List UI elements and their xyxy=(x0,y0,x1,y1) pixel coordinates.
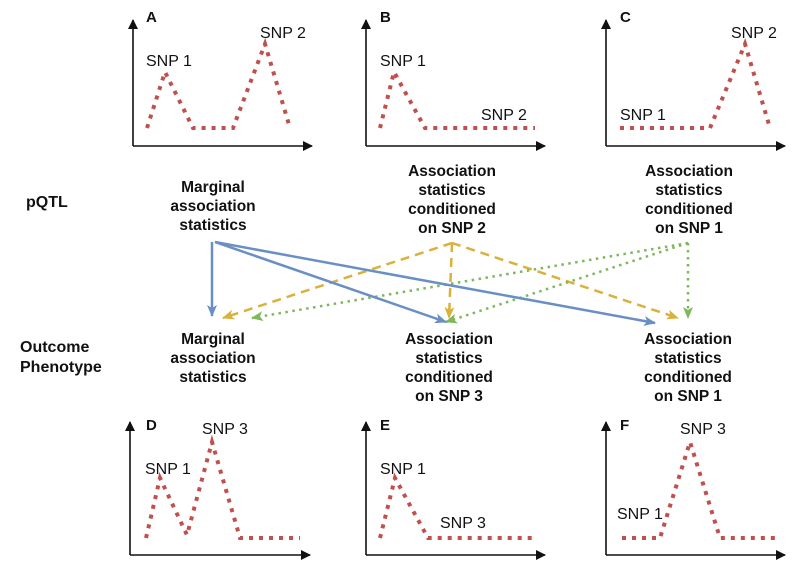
panel-a-snp1-label: SNP 1 xyxy=(146,53,192,70)
row-label-phenotype: Phenotype xyxy=(20,359,102,376)
yellow-arrows xyxy=(222,241,679,320)
svg-text:conditioned: conditioned xyxy=(405,369,493,386)
panel-e-snp1-label: SNP 1 xyxy=(380,461,426,478)
arrow-yellow-to-cond-snp3 xyxy=(444,242,455,319)
arrow-green-to-cond-snp3 xyxy=(445,241,689,324)
row-label-outcome: Outcome xyxy=(20,339,89,356)
svg-text:on SNP 3: on SNP 3 xyxy=(415,388,483,405)
panel-d-letter: D xyxy=(146,417,157,434)
panel-c: C SNP 1 SNP 2 xyxy=(601,9,786,151)
arrow-blue-to-cond-snp1 xyxy=(214,240,656,326)
svg-text:statistics: statistics xyxy=(415,350,482,367)
svg-text:Marginal: Marginal xyxy=(181,179,245,196)
panel-d-curve xyxy=(144,434,300,541)
green-arrows xyxy=(251,241,693,324)
svg-text:Marginal: Marginal xyxy=(181,331,245,348)
panel-a-letter: A xyxy=(146,9,157,26)
panel-a-curve xyxy=(145,37,292,130)
panel-d-snp1-label: SNP 1 xyxy=(145,461,191,478)
panel-d-snp3-label: SNP 3 xyxy=(202,421,248,438)
svg-text:conditioned: conditioned xyxy=(408,201,496,218)
svg-text:Association: Association xyxy=(408,163,496,180)
svg-text:Association: Association xyxy=(644,331,732,348)
svg-text:on SNP 1: on SNP 1 xyxy=(655,220,723,237)
arrow-yellow-to-cond-snp1 xyxy=(451,241,679,320)
node-top-conditioned-snp1: Association statistics conditioned on SN… xyxy=(645,163,733,237)
panel-e-snp3-label: SNP 3 xyxy=(440,515,486,532)
panel-f-curve xyxy=(622,435,775,540)
row-label-pqtl: pQTL xyxy=(26,194,68,211)
node-bottom-marginal: Marginal association statistics xyxy=(170,331,255,386)
arrow-green-to-marginal xyxy=(251,241,689,322)
panel-b-letter: B xyxy=(380,9,391,26)
arrow-yellow-to-marginal xyxy=(222,241,453,320)
svg-text:conditioned: conditioned xyxy=(644,369,732,386)
node-top-marginal: Marginal association statistics xyxy=(170,179,255,234)
panel-e-letter: E xyxy=(380,417,390,434)
svg-text:Association: Association xyxy=(405,331,493,348)
panel-b: B SNP 1 SNP 2 xyxy=(361,9,546,151)
panel-b-snp2-label: SNP 2 xyxy=(481,107,527,124)
node-bottom-conditioned-snp3: Association statistics conditioned on SN… xyxy=(405,331,493,405)
svg-text:Association: Association xyxy=(645,163,733,180)
panel-e-curve xyxy=(378,472,535,540)
panel-d: D SNP 1 SNP 3 xyxy=(125,417,311,560)
svg-text:on SNP 1: on SNP 1 xyxy=(654,388,722,405)
svg-text:statistics: statistics xyxy=(179,217,246,234)
svg-text:association: association xyxy=(170,198,255,215)
panel-f: F SNP 1 SNP 3 xyxy=(601,417,786,560)
svg-text:conditioned: conditioned xyxy=(645,201,733,218)
panel-c-letter: C xyxy=(620,9,631,26)
panel-f-letter: F xyxy=(620,417,629,434)
panel-a: A SNP 1 SNP 2 xyxy=(128,9,313,151)
panel-e: E SNP 1 SNP 3 xyxy=(361,417,546,560)
panel-a-snp2-label: SNP 2 xyxy=(260,25,306,42)
panel-c-snp2-label: SNP 2 xyxy=(731,25,777,42)
svg-text:statistics: statistics xyxy=(179,369,246,386)
svg-text:association: association xyxy=(170,350,255,367)
blue-arrows xyxy=(207,240,656,326)
svg-text:statistics: statistics xyxy=(418,182,485,199)
node-bottom-conditioned-snp1: Association statistics conditioned on SN… xyxy=(644,331,732,405)
panel-f-snp1-label: SNP 1 xyxy=(617,506,663,523)
panel-b-snp1-label: SNP 1 xyxy=(380,53,426,70)
svg-text:statistics: statistics xyxy=(654,350,721,367)
svg-text:statistics: statistics xyxy=(655,182,722,199)
node-top-conditioned-snp2: Association statistics conditioned on SN… xyxy=(408,163,496,237)
panel-f-snp3-label: SNP 3 xyxy=(680,421,726,438)
panel-c-snp1-label: SNP 1 xyxy=(620,107,666,124)
svg-text:on SNP 2: on SNP 2 xyxy=(418,220,486,237)
arrow-blue-to-cond-snp3 xyxy=(214,240,447,324)
